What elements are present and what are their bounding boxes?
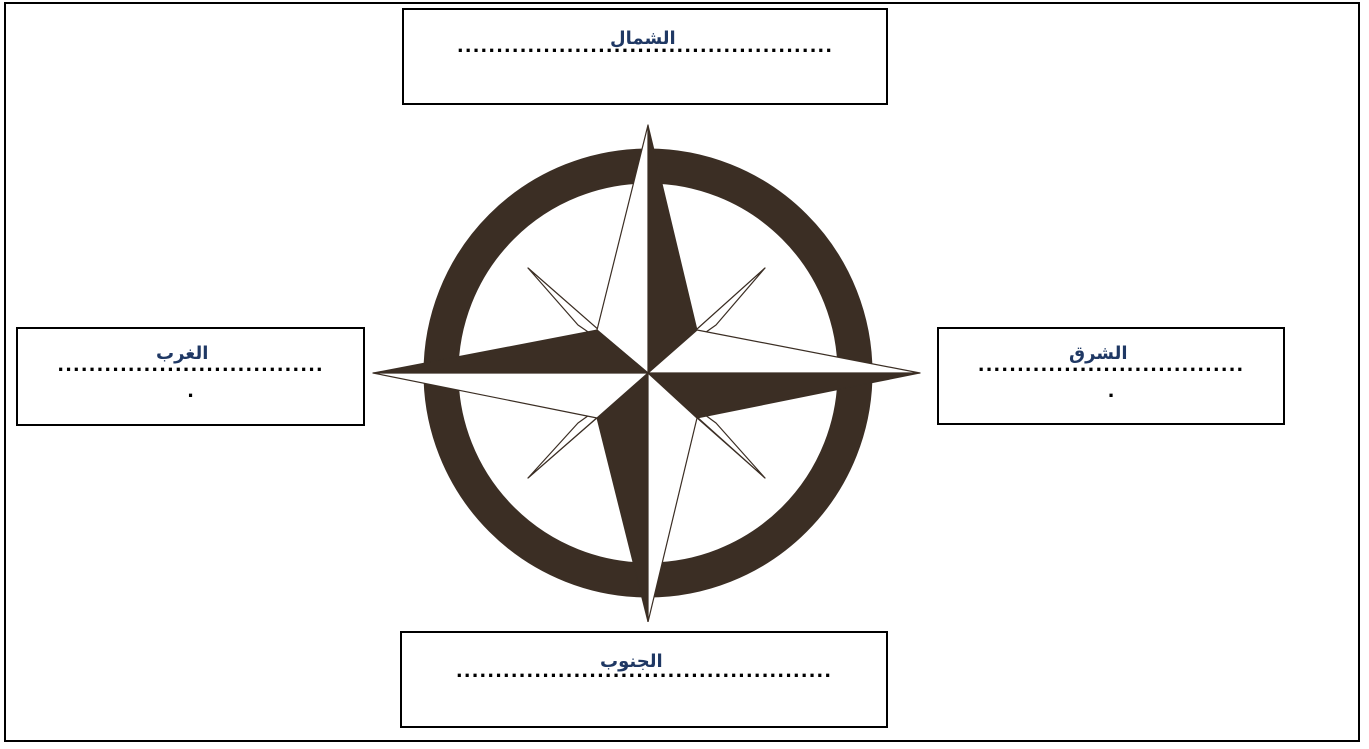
north-label: الشمال [610, 28, 676, 49]
west-label: الغرب [156, 343, 208, 364]
west-answer-box[interactable]: .................................. الغرب… [16, 327, 365, 426]
compass-rose-icon [370, 122, 926, 622]
east-answer-box[interactable]: .................................. الشرق… [937, 327, 1285, 425]
north-answer-box[interactable]: ........................................… [402, 8, 888, 105]
compass-major-points [373, 125, 920, 622]
east-answer-line-2: . [939, 381, 1283, 402]
south-answer-box[interactable]: ........................................… [400, 631, 888, 728]
east-label: الشرق [1069, 343, 1128, 364]
west-answer-line-2: . [18, 381, 363, 402]
south-label: الجنوب [600, 651, 663, 672]
